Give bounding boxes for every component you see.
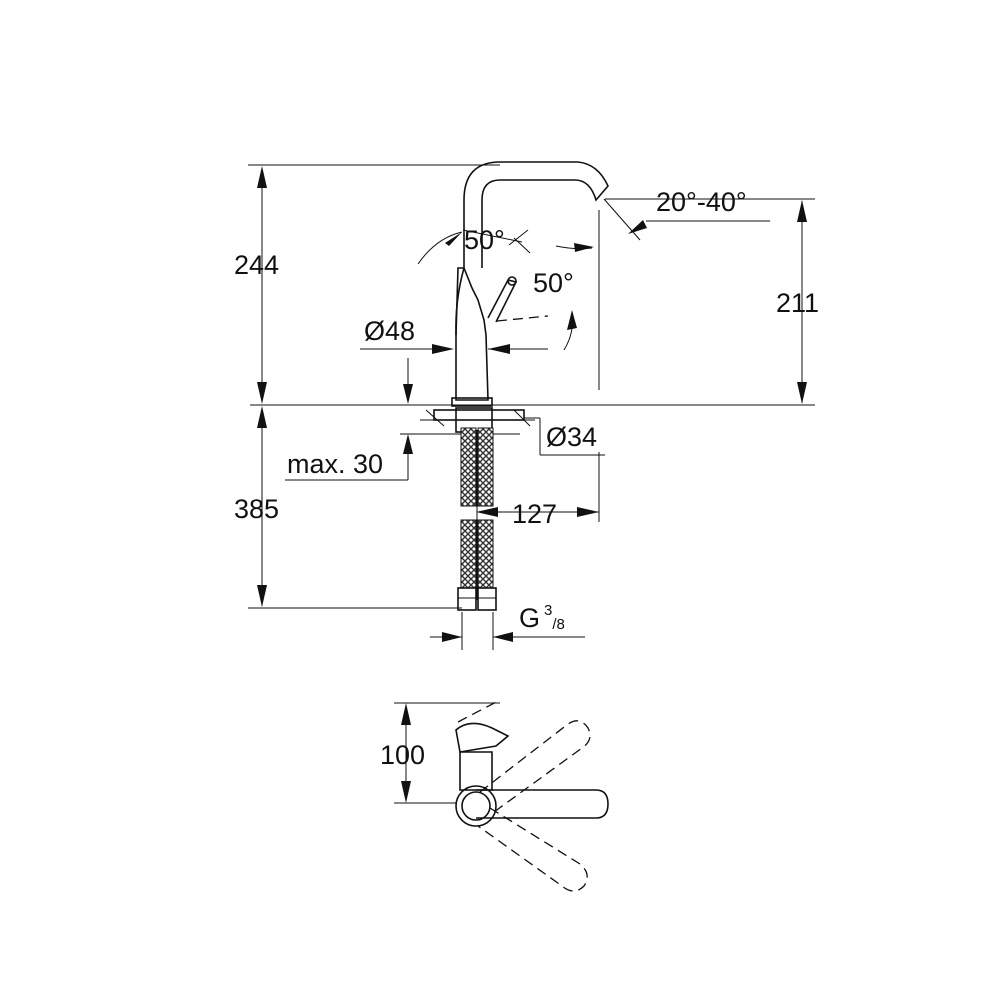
label-thread-numerator: 3 xyxy=(544,602,552,619)
dimension-211 xyxy=(797,200,807,404)
label-hole-diameter: Ø34 xyxy=(546,422,597,452)
spout-swivel-position-down xyxy=(477,807,588,892)
mounting-hardware xyxy=(420,407,535,433)
label-thread-main: G xyxy=(519,603,540,633)
lever-plan xyxy=(455,722,510,753)
spout-angle-leader xyxy=(603,198,641,241)
spout-swivel-position-up xyxy=(479,720,591,813)
label-hose-length: 385 xyxy=(234,494,279,524)
dimension-diameter-34 xyxy=(524,417,605,456)
dimension-127 xyxy=(476,507,599,517)
label-spout-reach: 127 xyxy=(512,499,557,529)
body-plan xyxy=(459,751,493,791)
label-max-thickness: max. 30 xyxy=(287,449,383,479)
elevation-view xyxy=(248,161,815,650)
dimension-244 xyxy=(257,166,267,404)
lever-arc-top-right xyxy=(462,229,523,243)
label-body-diameter: Ø48 xyxy=(364,316,415,346)
label-lever-angle-top: 50° xyxy=(464,225,505,255)
lever-arc-top xyxy=(417,231,463,265)
dimension-100 xyxy=(401,703,411,803)
label-spout-angle: 20°-40° xyxy=(656,187,747,217)
dimension-max-thickness xyxy=(285,358,520,481)
dimension-thread xyxy=(430,612,585,650)
label-total-height: 244 xyxy=(234,250,279,280)
lever-dash-line xyxy=(496,315,549,322)
label-plan-depth: 100 xyxy=(380,740,425,770)
spout-plan xyxy=(476,789,609,819)
label-lever-angle-side: 50° xyxy=(533,268,574,298)
dimension-diameter-48 xyxy=(360,344,548,354)
plan-view xyxy=(394,699,609,892)
dimension-385 xyxy=(257,406,267,607)
label-spout-height: 211 xyxy=(776,288,819,318)
label-thread-denominator: /8 xyxy=(552,616,565,633)
supply-hoses xyxy=(457,427,497,611)
faucet-body xyxy=(451,161,609,407)
